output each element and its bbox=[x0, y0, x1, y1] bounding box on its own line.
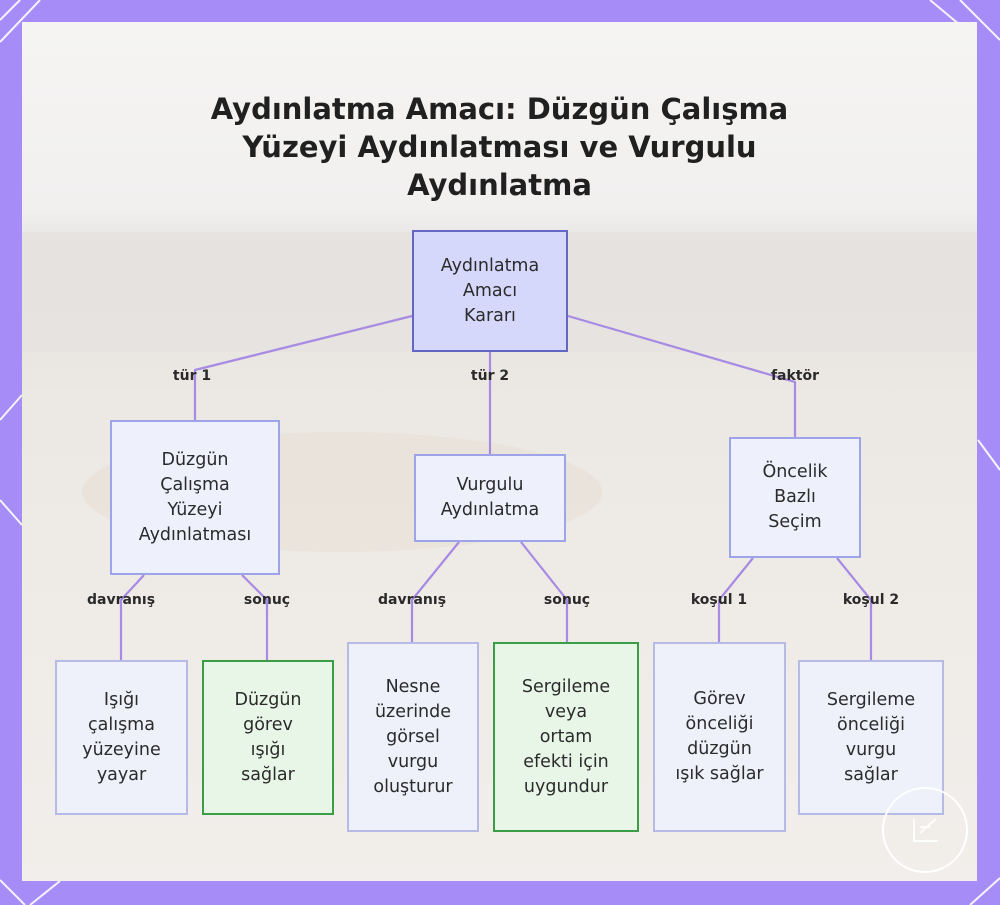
node-priority-selection: Öncelik Bazlı Seçim bbox=[729, 437, 861, 558]
edge-label-condition1: koşul 1 bbox=[690, 592, 748, 608]
node-uniform-work-surface: Düzgün Çalışma Yüzeyi Aydınlatması bbox=[110, 420, 280, 575]
title-line-1: Aydınlatma Amacı: Düzgün Çalışma bbox=[210, 92, 789, 126]
title-line-3: Aydınlatma bbox=[407, 168, 592, 202]
node-spread-light: Işığı çalışma yüzeyine yayar bbox=[55, 660, 188, 815]
node-display-priority: Sergileme önceliği vurgu sağlar bbox=[798, 660, 944, 815]
node-accent-result: Sergileme veya ortam efekti için uygundu… bbox=[493, 642, 639, 832]
node-uniform-result: Düzgün görev ışığı sağlar bbox=[202, 660, 334, 815]
edge-accent-result bbox=[520, 541, 569, 642]
title-line-2: Yüzeyi Aydınlatması ve Vurgulu bbox=[242, 130, 757, 164]
edge-root-priority bbox=[567, 314, 797, 437]
edge-accent-emphasis bbox=[410, 541, 460, 642]
diagram-title: Aydınlatma Amacı: Düzgün Çalışma Yüzeyi … bbox=[22, 90, 977, 204]
node-root-decision: Aydınlatma Amacı Kararı bbox=[412, 230, 568, 352]
edge-label-result2: sonuç bbox=[543, 592, 591, 608]
edge-label-behavior1: davranış bbox=[86, 592, 156, 608]
edge-root-uniform bbox=[193, 314, 413, 420]
node-accent-text: Vurgulu Aydınlatma bbox=[440, 475, 540, 520]
edge-label-condition2: koşul 2 bbox=[842, 592, 900, 608]
node-uniform-text: Düzgün Çalışma Yüzeyi Aydınlatması bbox=[138, 449, 252, 545]
connector-lines bbox=[119, 314, 873, 660]
edge-label-type2: tür 2 bbox=[470, 368, 510, 384]
node-accent-lighting: Vurgulu Aydınlatma bbox=[414, 454, 566, 542]
node-priority-text: Öncelik Bazlı Seçim bbox=[762, 462, 828, 532]
node-visual-emphasis: Nesne üzerinde görsel vurgu oluşturur bbox=[347, 642, 479, 832]
diagram-card: Aydınlatma Amacı: Düzgün Çalışma Yüzeyi … bbox=[22, 22, 977, 881]
edge-priority-display bbox=[836, 557, 873, 660]
node-uniform-result-text: Düzgün görev ışığı sağlar bbox=[234, 689, 302, 785]
node-display-priority-text: Sergileme önceliği vurgu sağlar bbox=[826, 689, 916, 785]
edge-priority-task bbox=[717, 557, 754, 642]
edge-uniform-result bbox=[241, 574, 269, 660]
node-task-priority-text: Görev önceliği düzgün ışık sağlar bbox=[675, 689, 764, 784]
edge-label-behavior2: davranış bbox=[377, 592, 447, 608]
edge-label-result1: sonuç bbox=[243, 592, 291, 608]
node-emphasis-text: Nesne üzerinde görsel vurgu oluşturur bbox=[373, 676, 453, 797]
node-accent-result-text: Sergileme veya ortam efekti için uygundu… bbox=[521, 676, 611, 797]
node-task-priority: Görev önceliği düzgün ışık sağlar bbox=[653, 642, 786, 832]
watermark-logo-icon bbox=[882, 787, 968, 873]
node-spread-text: Işığı çalışma yüzeyine yayar bbox=[82, 689, 161, 785]
edge-uniform-spread bbox=[119, 574, 145, 660]
node-root-text: Aydınlatma Amacı Kararı bbox=[440, 255, 540, 326]
edge-label-type1: tür 1 bbox=[172, 368, 212, 384]
edge-label-factor: faktör bbox=[770, 368, 820, 384]
